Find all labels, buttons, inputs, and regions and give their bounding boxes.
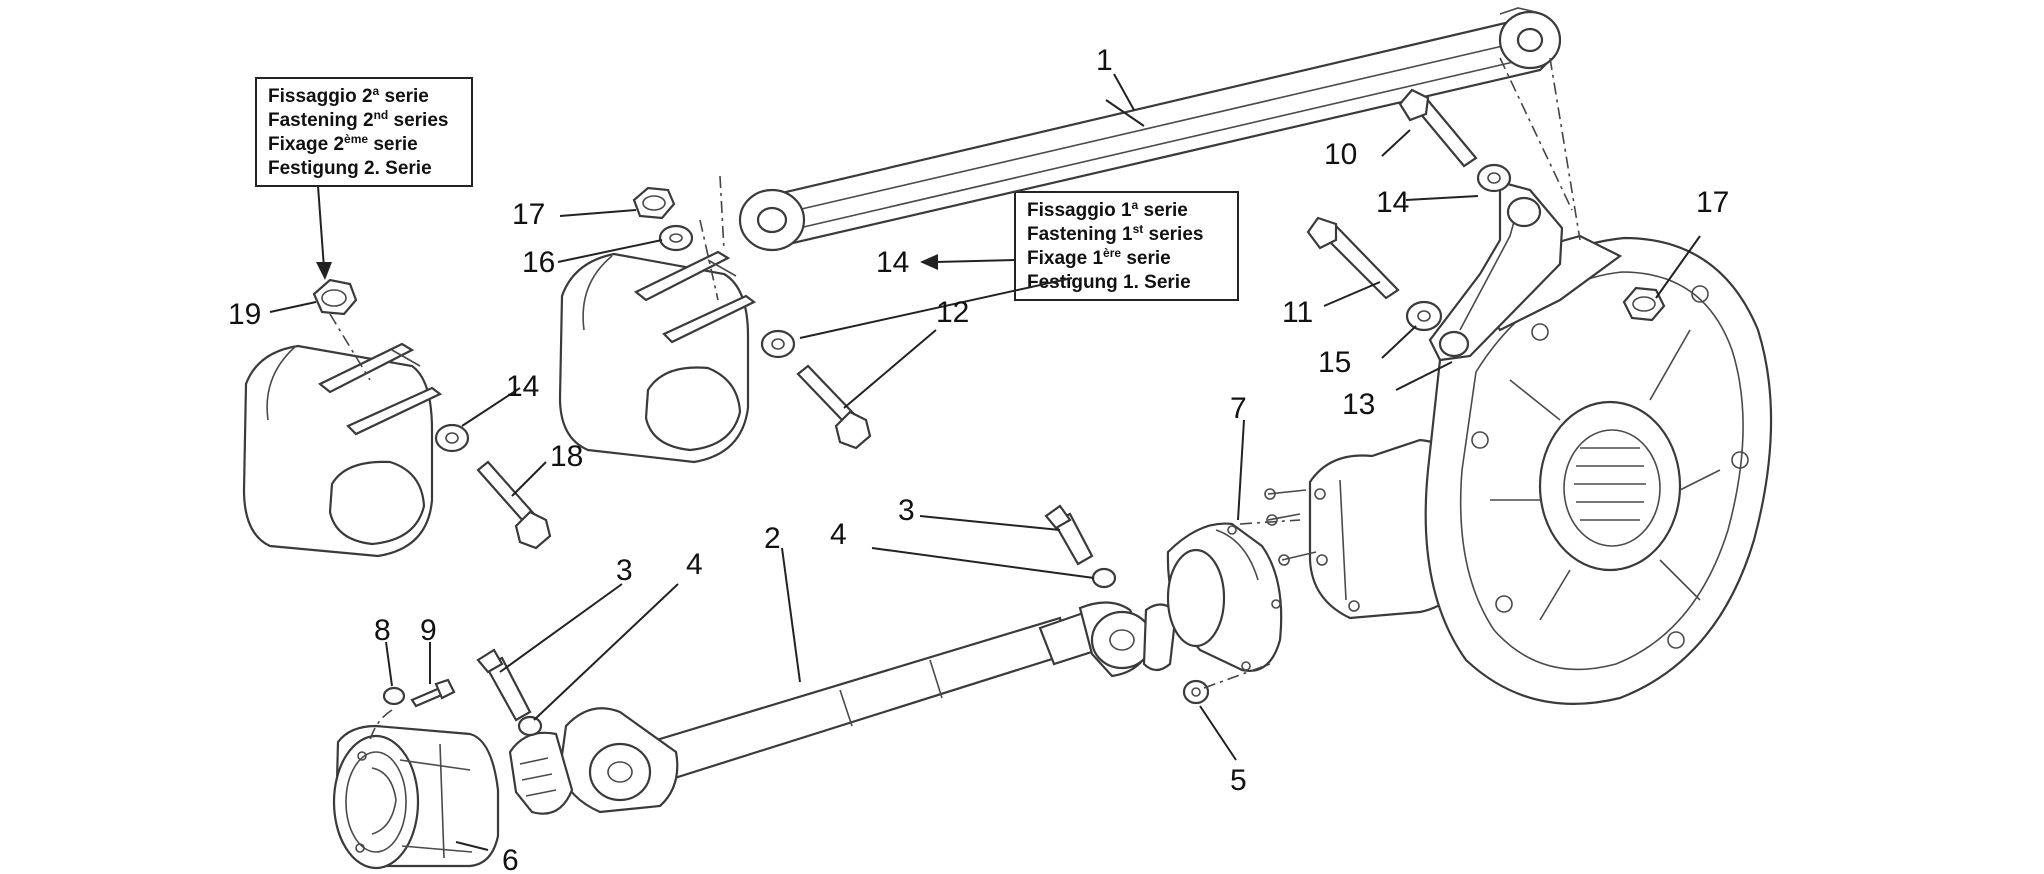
- part-nut-19: [312, 278, 358, 316]
- part-washer-14-middle: [760, 329, 796, 359]
- part-washer-8: [382, 686, 406, 706]
- part-washer-14-right: [1476, 163, 1512, 193]
- callout-17-right: 17: [1696, 186, 1729, 219]
- part-washer-4-front: [517, 715, 543, 737]
- note2-line-4: Festigung 2. Serie: [268, 158, 432, 179]
- callout-2: 2: [764, 522, 781, 555]
- note1-line-1: Fissaggio 1a serie: [1027, 198, 1188, 221]
- callout-6: 6: [502, 844, 519, 874]
- part-washer-5: [1182, 679, 1210, 705]
- callout-1: 1: [1096, 44, 1113, 77]
- part-front-housing: [332, 724, 500, 870]
- callout-8: 8: [374, 614, 391, 647]
- part-bolt-18: [476, 460, 552, 550]
- callout-3-front: 3: [616, 554, 633, 587]
- callout-9: 9: [420, 614, 437, 647]
- note1-line-2: Fastening 1st series: [1027, 222, 1203, 245]
- part-washer-16: [658, 224, 694, 252]
- callout-14-right: 14: [1376, 186, 1409, 219]
- callout-16: 16: [522, 246, 555, 279]
- part-rear-boot: [1166, 522, 1283, 672]
- note1-arrow: [920, 254, 1016, 270]
- part-washer-4-rear: [1091, 567, 1117, 589]
- note2-line-1: Fissaggio 2a serie: [268, 84, 429, 107]
- callout-12: 12: [936, 296, 969, 329]
- callout-15: 15: [1318, 346, 1351, 379]
- part-frame-tube-middle: [558, 250, 757, 464]
- part-bracket-13: [1428, 180, 1564, 362]
- part-final-drive-housing: [1308, 234, 1773, 705]
- part-stud-plate: [1264, 488, 1317, 566]
- callout-17-left: 17: [512, 198, 545, 231]
- note2-line-2: Fastening 2nd series: [268, 108, 448, 131]
- part-screw-9: [410, 678, 456, 708]
- part-frame-tube-left: [242, 342, 443, 558]
- leader-lines: [269, 73, 1701, 851]
- note2-arrow: [316, 185, 332, 280]
- note1-line-3: Fixage 1ère serie: [1027, 246, 1171, 269]
- callout-14-left: 14: [506, 370, 539, 403]
- callout-labels: 1 2 3 3 4 4 5 6 7 8 9 10 11 12 13 14 14 …: [228, 44, 1729, 874]
- callout-7: 7: [1230, 392, 1247, 425]
- note2-line-3: Fixage 2ème serie: [268, 132, 418, 155]
- callout-13: 13: [1342, 388, 1375, 421]
- part-bolt-3-rear: [1044, 504, 1094, 566]
- part-bolt-11: [1306, 216, 1400, 300]
- callout-18: 18: [550, 440, 583, 473]
- part-bolt-12: [796, 364, 872, 450]
- callout-19: 19: [228, 298, 261, 331]
- part-reaction-rod: [738, 7, 1562, 252]
- part-nut-17-right: [1622, 286, 1666, 322]
- callout-10: 10: [1324, 138, 1357, 171]
- note-box-second-series: Fissaggio 2a serie Fastening 2nd series …: [255, 77, 473, 187]
- callout-4-rear: 4: [830, 518, 847, 551]
- part-washer-15: [1405, 300, 1443, 332]
- callout-5: 5: [1230, 764, 1247, 797]
- part-nut-17-left: [632, 186, 676, 220]
- callout-4-front: 4: [686, 548, 703, 581]
- part-drive-shaft: [508, 601, 1178, 815]
- callout-14-middle: 14: [876, 246, 909, 279]
- note1-line-4: Festigung 1. Serie: [1027, 272, 1191, 293]
- part-washer-14-left: [434, 423, 470, 453]
- part-bolt-10: [1398, 88, 1478, 168]
- part-bolt-3-front: [476, 648, 532, 722]
- callout-11: 11: [1282, 296, 1313, 329]
- callout-3-rear: 3: [898, 494, 915, 527]
